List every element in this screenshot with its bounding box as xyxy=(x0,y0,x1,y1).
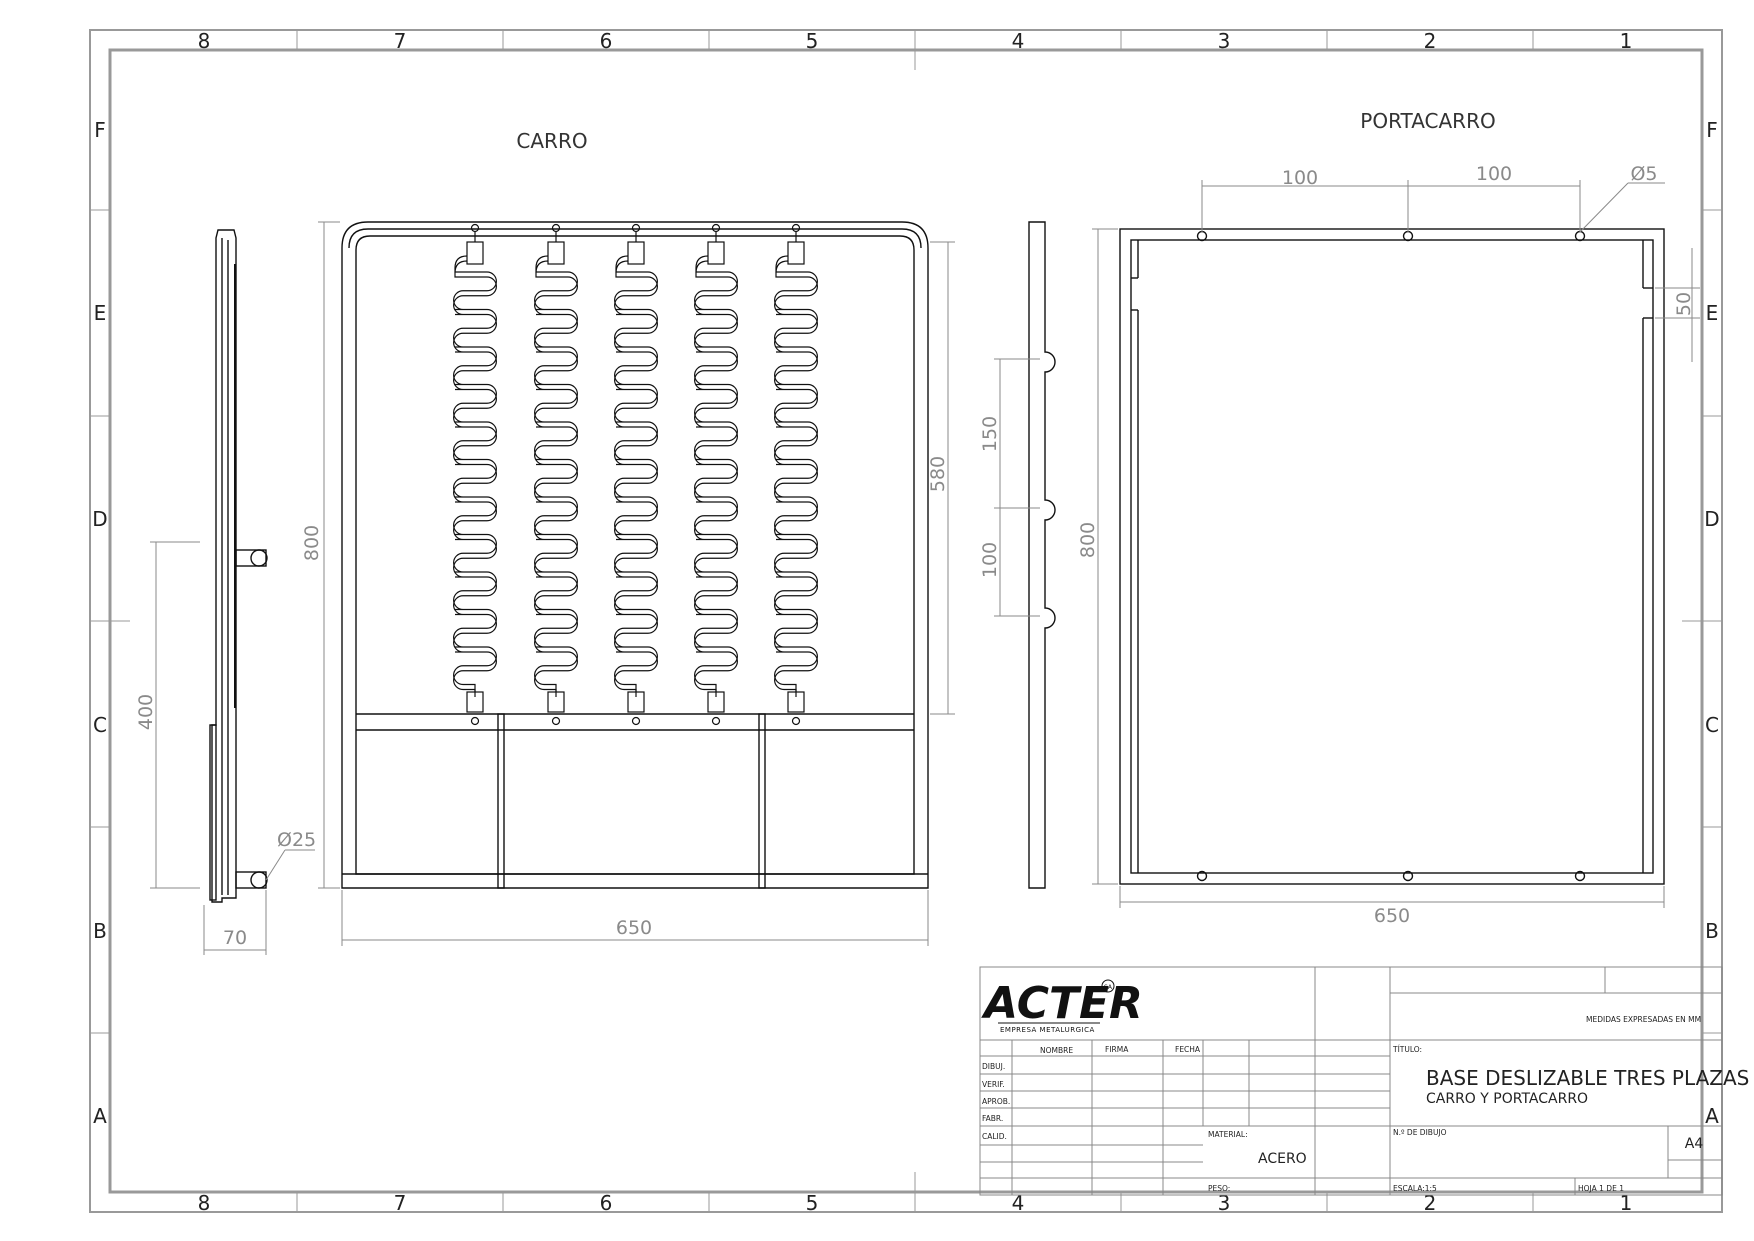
peso-label: PESO: xyxy=(1208,1184,1230,1193)
zone-row-c-left: C xyxy=(93,713,107,737)
portacarro-dimensions xyxy=(1092,180,1700,908)
serpentine-rod xyxy=(774,255,818,692)
inner-border xyxy=(108,48,1704,1194)
dim-carro-width: 650 xyxy=(616,917,652,939)
side-view xyxy=(209,229,268,903)
col-fecha: FECHA xyxy=(1175,1045,1201,1054)
zone-row-c-right: C xyxy=(1705,713,1719,737)
zone-row-a-right: A xyxy=(1705,1104,1719,1128)
row-verif: VERIF. xyxy=(982,1080,1005,1089)
dim-porta-height: 800 xyxy=(1077,522,1099,558)
dim-porta-hole: Ø5 xyxy=(1630,163,1657,185)
dim-carro-inner-height: 580 xyxy=(927,456,949,492)
serpentine-rod xyxy=(694,260,738,697)
zone-col-7-top: 7 xyxy=(394,29,407,53)
row-aprob: APROB. xyxy=(982,1097,1010,1106)
side-view-dimensions xyxy=(150,541,315,955)
dim-carro-height: 800 xyxy=(301,525,323,561)
logo-wordmark: ACTER xyxy=(981,978,1143,1029)
row-fabr: FABR. xyxy=(982,1114,1003,1123)
view-label-portacarro: PORTACARRO xyxy=(1360,109,1495,133)
zone-col-1-top: 1 xyxy=(1620,29,1633,53)
serpentine-rod xyxy=(614,260,658,697)
material-value: ACERO xyxy=(1258,1151,1307,1167)
drawing-number-label: N.º DE DIBUJO xyxy=(1393,1128,1447,1137)
logo-badge: SA xyxy=(1104,984,1113,991)
drawing-subtitle: CARRO Y PORTACARRO xyxy=(1426,1091,1588,1107)
serpentine-spring xyxy=(534,223,578,726)
zone-col-8-top: 8 xyxy=(198,29,211,53)
view-label-carro: CARRO xyxy=(516,129,587,153)
col-firma: FIRMA xyxy=(1105,1045,1129,1054)
dim-side-diameter: Ø25 xyxy=(277,829,316,851)
dim-profile-150: 150 xyxy=(979,416,1001,452)
serpentine-spring xyxy=(614,223,658,726)
zone-col-1-bottom: 1 xyxy=(1620,1191,1633,1215)
serpentine-rod xyxy=(534,255,578,692)
zone-col-6-top: 6 xyxy=(600,29,613,53)
profile-dimensions xyxy=(994,358,1040,617)
col-nombre: NOMBRE xyxy=(1040,1046,1073,1055)
zone-col-5-bottom: 5 xyxy=(806,1191,819,1215)
serpentine-spring xyxy=(694,223,738,726)
zone-ticks xyxy=(90,30,1722,1212)
zone-row-e-right: E xyxy=(1706,301,1719,325)
zone-row-b-left: B xyxy=(93,919,107,943)
serpentine-rod xyxy=(694,255,738,692)
drawing-title: BASE DESLIZABLE TRES PLAZAS xyxy=(1426,1066,1749,1090)
material-label: MATERIAL: xyxy=(1208,1130,1248,1139)
zone-col-6-bottom: 6 xyxy=(600,1191,613,1215)
zone-col-7-bottom: 7 xyxy=(394,1191,407,1215)
zone-col-2-bottom: 2 xyxy=(1424,1191,1437,1215)
measures-note: MEDIDAS EXPRESADAS EN MM xyxy=(1586,1015,1701,1024)
dim-porta-width: 650 xyxy=(1374,905,1410,927)
title-block xyxy=(979,966,1723,1196)
carro-frame xyxy=(341,221,929,889)
dim-porta-spacing-1: 100 xyxy=(1282,167,1318,189)
zone-row-a-left: A xyxy=(93,1104,107,1128)
dim-porta-spacing-2: 100 xyxy=(1476,163,1512,185)
logo-subtitle: EMPRESA METALURGICA xyxy=(1000,1026,1095,1034)
profile-view xyxy=(1028,221,1056,889)
serpentine-spring xyxy=(774,223,818,726)
zone-col-3-top: 3 xyxy=(1218,29,1231,53)
zone-row-d-right: D xyxy=(1704,507,1719,531)
dim-side-width: 70 xyxy=(223,927,247,949)
zone-row-b-right: B xyxy=(1705,919,1719,943)
sheet-size: A4 xyxy=(1685,1136,1704,1152)
serpentine-rod xyxy=(453,260,497,697)
serpentine-rod xyxy=(534,260,578,697)
zone-col-5-top: 5 xyxy=(806,29,819,53)
zone-row-e-left: E xyxy=(94,301,107,325)
hoja-label: HOJA 1 DE 1 xyxy=(1578,1184,1624,1193)
company-logo: ACTER SA EMPRESA METALURGICA xyxy=(981,978,1143,1034)
carro-dimensions xyxy=(318,221,955,946)
dim-porta-50: 50 xyxy=(1673,292,1695,316)
zone-row-f-right: F xyxy=(1706,118,1718,142)
serpentine-rod xyxy=(614,255,658,692)
zone-col-8-bottom: 8 xyxy=(198,1191,211,1215)
zone-col-3-bottom: 3 xyxy=(1218,1191,1231,1215)
zone-col-4-top: 4 xyxy=(1012,29,1025,53)
titulo-label: TÍTULO: xyxy=(1392,1045,1422,1054)
serpentine-rod xyxy=(774,260,818,697)
serpentine-rod xyxy=(453,255,497,692)
outer-border xyxy=(89,29,1723,1213)
zone-col-2-top: 2 xyxy=(1424,29,1437,53)
zone-col-4-bottom: 4 xyxy=(1012,1191,1025,1215)
escala-label: ESCALA:1:5 xyxy=(1393,1184,1437,1193)
row-calid: CALID. xyxy=(982,1132,1007,1141)
dim-profile-100: 100 xyxy=(979,542,1001,578)
row-dibuj: DIBUJ. xyxy=(982,1062,1005,1071)
serpentine-spring xyxy=(453,223,497,726)
dim-side-height: 400 xyxy=(135,694,157,730)
zone-row-d-left: D xyxy=(92,507,107,531)
carro-serpentines xyxy=(453,223,818,726)
portacarro-frame xyxy=(1119,228,1665,885)
zone-row-f-left: F xyxy=(94,118,106,142)
